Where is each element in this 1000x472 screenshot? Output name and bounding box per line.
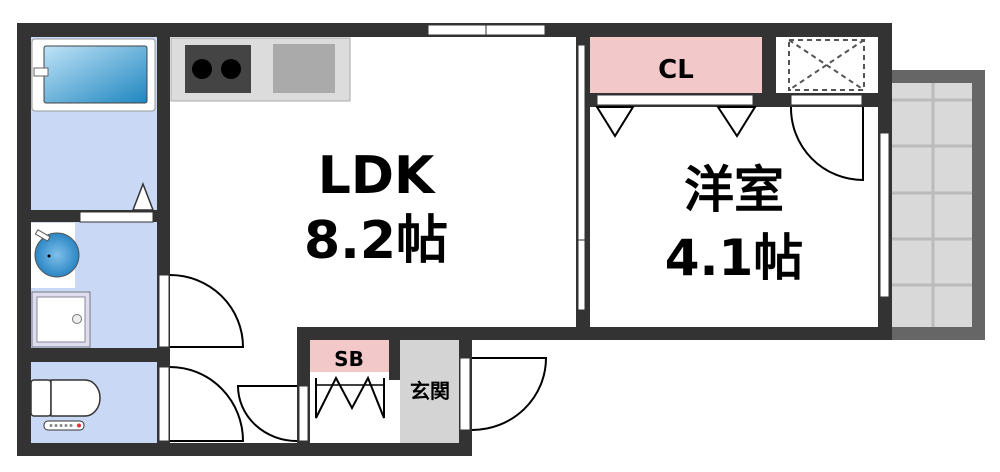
balcony (892, 70, 985, 340)
closet-label: CL (658, 55, 694, 85)
ldk-label: LDK (318, 146, 436, 206)
sliding-door (577, 44, 586, 311)
washing-machine-pan-icon (31, 291, 91, 348)
toilet-icon (30, 379, 101, 431)
washbasin-icon (31, 223, 80, 288)
western-room-label: 洋室 (684, 161, 784, 219)
ldk-size: 8.2帖 (304, 211, 448, 271)
bathtub-icon (31, 38, 156, 211)
kitchen-counter (170, 37, 351, 102)
western-room-size: 4.1帖 (665, 229, 804, 287)
window-balcony (879, 132, 890, 298)
closet (590, 37, 762, 93)
shoe-box (310, 340, 389, 372)
kitchen-sink-icon (273, 44, 335, 93)
shoe-box-label: SB (334, 347, 364, 371)
entrance-label: 玄関 (410, 379, 450, 403)
entrance (400, 340, 459, 443)
doors-windows (79, 24, 890, 443)
storage-box-icon (788, 39, 865, 91)
